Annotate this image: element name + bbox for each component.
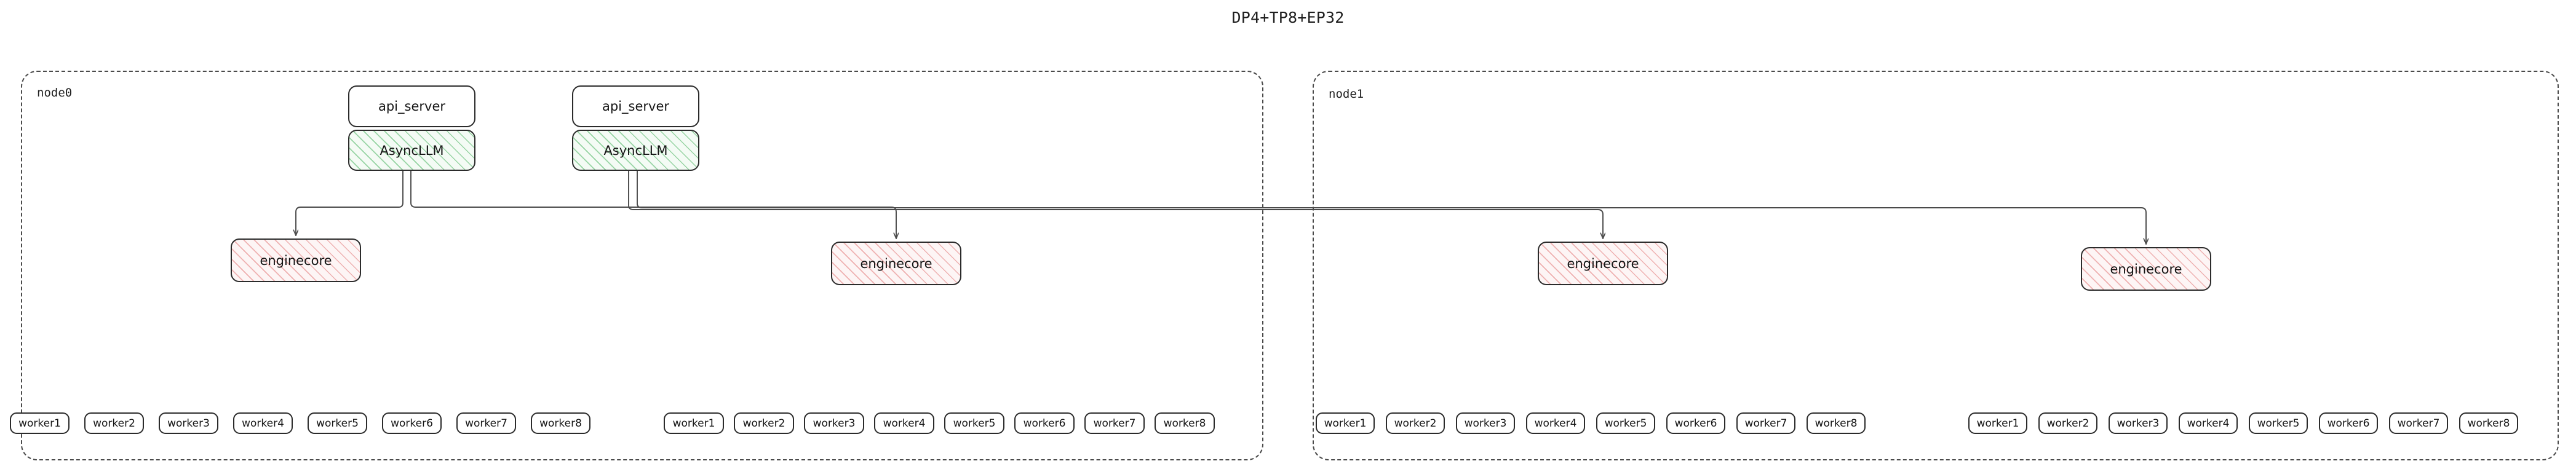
worker-box-node0-workers-1-5-label: worker5 bbox=[953, 417, 996, 430]
enginecore-box-node0-engine-1-label: enginecore bbox=[860, 256, 932, 271]
asyncllm-box-node0-0[interactable]: AsyncLLM bbox=[348, 130, 475, 171]
worker-box-node1-workers-0-1[interactable]: worker1 bbox=[1316, 412, 1375, 434]
worker-box-node1-workers-0-3[interactable]: worker3 bbox=[1456, 412, 1515, 434]
enginecore-box-node0-engine-1[interactable]: enginecore bbox=[831, 242, 961, 285]
worker-box-node1-workers-1-4[interactable]: worker4 bbox=[2179, 412, 2238, 434]
worker-box-node0-workers-0-2-label: worker2 bbox=[93, 417, 135, 430]
cluster-label-node1: node1 bbox=[1329, 87, 1364, 101]
worker-box-node0-workers-1-4-label: worker4 bbox=[883, 417, 926, 430]
worker-box-node0-workers-0-2[interactable]: worker2 bbox=[84, 412, 144, 434]
worker-box-node0-workers-1-7[interactable]: worker7 bbox=[1084, 412, 1145, 434]
worker-box-node1-workers-0-2[interactable]: worker2 bbox=[1386, 412, 1445, 434]
api-server-box-node0-0-label: api_server bbox=[378, 99, 445, 114]
worker-box-node0-workers-1-2[interactable]: worker2 bbox=[734, 412, 794, 434]
worker-box-node1-workers-0-2-label: worker2 bbox=[1394, 417, 1437, 430]
worker-box-node1-workers-1-6-label: worker6 bbox=[2327, 417, 2370, 430]
worker-box-node0-workers-0-4[interactable]: worker4 bbox=[233, 412, 293, 434]
asyncllm-box-node0-0-label: AsyncLLM bbox=[380, 143, 444, 158]
cluster-node0 bbox=[21, 71, 1263, 460]
worker-box-node1-workers-1-8-label: worker8 bbox=[2467, 417, 2510, 430]
worker-box-node0-workers-0-1-label: worker1 bbox=[18, 417, 61, 430]
worker-box-node1-workers-1-2[interactable]: worker2 bbox=[2038, 412, 2097, 434]
worker-box-node1-workers-0-8-label: worker8 bbox=[1815, 417, 1858, 430]
worker-box-node1-workers-0-4-label: worker4 bbox=[1534, 417, 1577, 430]
api-server-box-node0-1-label: api_server bbox=[602, 99, 669, 114]
worker-box-node0-workers-0-7[interactable]: worker7 bbox=[456, 412, 516, 434]
worker-box-node1-workers-0-7-label: worker7 bbox=[1744, 417, 1787, 430]
cluster-node1 bbox=[1313, 71, 2559, 460]
worker-box-node1-workers-0-6-label: worker6 bbox=[1674, 417, 1717, 430]
worker-box-node1-workers-0-4[interactable]: worker4 bbox=[1526, 412, 1585, 434]
worker-box-node0-workers-1-7-label: worker7 bbox=[1093, 417, 1136, 430]
worker-box-node1-workers-0-5-label: worker5 bbox=[1604, 417, 1647, 430]
worker-box-node0-workers-1-2-label: worker2 bbox=[742, 417, 785, 430]
worker-box-node1-workers-1-8[interactable]: worker8 bbox=[2459, 412, 2518, 434]
worker-box-node1-workers-0-3-label: worker3 bbox=[1464, 417, 1507, 430]
worker-box-node1-workers-1-3[interactable]: worker3 bbox=[2109, 412, 2168, 434]
worker-box-node1-workers-1-7[interactable]: worker7 bbox=[2389, 412, 2448, 434]
worker-box-node1-workers-1-2-label: worker2 bbox=[2046, 417, 2089, 430]
worker-box-node0-workers-1-5[interactable]: worker5 bbox=[944, 412, 1004, 434]
worker-box-node1-workers-1-1[interactable]: worker1 bbox=[1968, 412, 2027, 434]
worker-box-node0-workers-1-1-label: worker1 bbox=[672, 417, 715, 430]
cluster-label-node0: node0 bbox=[37, 86, 73, 100]
worker-box-node0-workers-1-3[interactable]: worker3 bbox=[804, 412, 864, 434]
worker-box-node1-workers-1-5[interactable]: worker5 bbox=[2249, 412, 2308, 434]
worker-box-node0-workers-1-8-label: worker8 bbox=[1163, 417, 1206, 430]
worker-box-node0-workers-0-6-label: worker6 bbox=[391, 417, 433, 430]
worker-box-node0-workers-1-3-label: worker3 bbox=[813, 417, 856, 430]
enginecore-box-node0-engine-0-label: enginecore bbox=[260, 253, 332, 268]
enginecore-box-node1-engine-1-label: enginecore bbox=[2110, 261, 2182, 277]
worker-box-node1-workers-0-6[interactable]: worker6 bbox=[1666, 412, 1725, 434]
worker-box-node1-workers-1-5-label: worker5 bbox=[2257, 417, 2300, 430]
worker-box-node0-workers-0-8[interactable]: worker8 bbox=[531, 412, 590, 434]
worker-box-node1-workers-1-4-label: worker4 bbox=[2187, 417, 2230, 430]
worker-box-node1-workers-1-1-label: worker1 bbox=[1976, 417, 2019, 430]
asyncllm-box-node0-1[interactable]: AsyncLLM bbox=[572, 130, 699, 171]
worker-box-node0-workers-0-7-label: worker7 bbox=[465, 417, 507, 430]
enginecore-box-node1-engine-1[interactable]: enginecore bbox=[2081, 247, 2211, 291]
worker-box-node0-workers-0-5-label: worker5 bbox=[316, 417, 359, 430]
worker-box-node0-workers-0-3[interactable]: worker3 bbox=[159, 412, 218, 434]
worker-box-node0-workers-0-6[interactable]: worker6 bbox=[382, 412, 442, 434]
worker-box-node1-workers-0-1-label: worker1 bbox=[1324, 417, 1367, 430]
api-server-box-node0-1[interactable]: api_server bbox=[572, 85, 699, 127]
worker-box-node1-workers-0-8[interactable]: worker8 bbox=[1807, 412, 1866, 434]
worker-box-node0-workers-1-6-label: worker6 bbox=[1023, 417, 1066, 430]
page-title: DP4+TP8+EP32 bbox=[1231, 9, 1345, 26]
enginecore-box-node1-engine-0-label: enginecore bbox=[1567, 256, 1639, 271]
worker-box-node0-workers-0-3-label: worker3 bbox=[167, 417, 210, 430]
worker-box-node1-workers-1-7-label: worker7 bbox=[2397, 417, 2440, 430]
worker-box-node1-workers-1-3-label: worker3 bbox=[2117, 417, 2160, 430]
enginecore-box-node1-engine-0[interactable]: enginecore bbox=[1538, 242, 1668, 285]
worker-box-node0-workers-1-6[interactable]: worker6 bbox=[1014, 412, 1075, 434]
worker-box-node0-workers-1-8[interactable]: worker8 bbox=[1155, 412, 1215, 434]
worker-box-node0-workers-1-4[interactable]: worker4 bbox=[874, 412, 934, 434]
worker-box-node0-workers-0-1[interactable]: worker1 bbox=[10, 412, 70, 434]
api-server-box-node0-0[interactable]: api_server bbox=[348, 85, 475, 127]
enginecore-box-node0-engine-0[interactable]: enginecore bbox=[231, 238, 361, 282]
worker-box-node1-workers-0-5[interactable]: worker5 bbox=[1596, 412, 1655, 434]
asyncllm-box-node0-1-label: AsyncLLM bbox=[603, 143, 668, 158]
worker-box-node0-workers-0-8-label: worker8 bbox=[539, 417, 582, 430]
worker-box-node1-workers-0-7[interactable]: worker7 bbox=[1736, 412, 1795, 434]
worker-box-node1-workers-1-6[interactable]: worker6 bbox=[2319, 412, 2378, 434]
worker-box-node0-workers-1-1[interactable]: worker1 bbox=[664, 412, 724, 434]
worker-box-node0-workers-0-4-label: worker4 bbox=[242, 417, 284, 430]
worker-box-node0-workers-0-5[interactable]: worker5 bbox=[308, 412, 367, 434]
